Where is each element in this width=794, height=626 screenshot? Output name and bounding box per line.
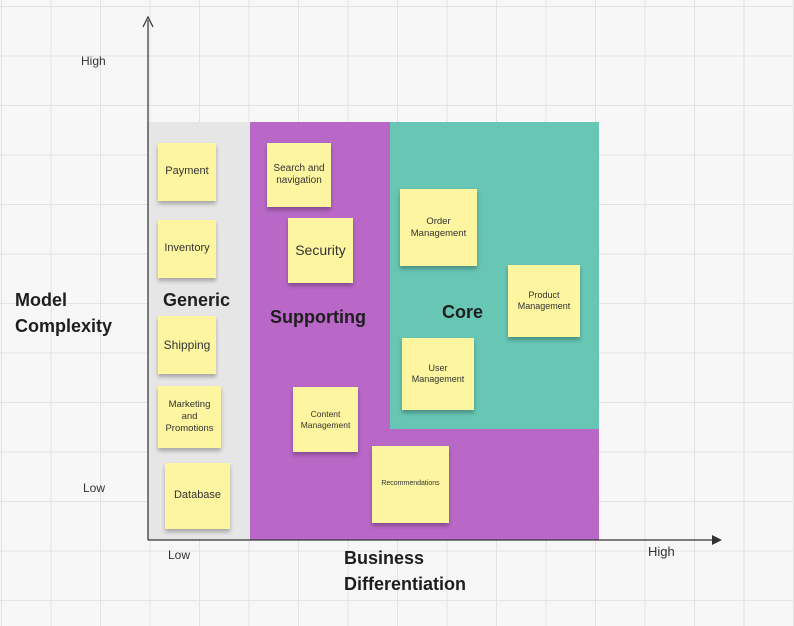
core-title: Core	[442, 302, 484, 322]
sticky-note-shipping[interactable]: Shipping	[158, 316, 216, 374]
sticky-note-content[interactable]: Content Management	[293, 387, 358, 452]
y-axis-title-line2: Complexity	[15, 316, 113, 336]
sticky-note-inventory[interactable]: Inventory	[158, 220, 216, 278]
sticky-note-user[interactable]: User Management	[402, 338, 474, 410]
x-axis-title-line2: Differentiation	[344, 574, 467, 594]
y-low-label: Low	[83, 481, 106, 495]
x-low-label: Low	[168, 548, 191, 562]
sticky-note-database[interactable]: Database	[165, 463, 230, 529]
generic-title: Generic	[163, 290, 231, 310]
y-axis-title-line1: Model	[15, 290, 67, 310]
sticky-note-marketing[interactable]: Marketing and Promotions	[158, 386, 221, 448]
sticky-note-product[interactable]: Product Management	[508, 265, 580, 337]
supporting-title: Supporting	[270, 307, 366, 327]
sticky-note-payment[interactable]: Payment	[158, 143, 216, 201]
sticky-note-security[interactable]: Security	[288, 218, 353, 283]
x-axis-title-line1: Business	[344, 548, 425, 568]
y-axis-title: Model Complexity	[15, 287, 112, 339]
sticky-note-recommendations[interactable]: Recommendations	[372, 446, 449, 523]
y-high-label: High	[81, 54, 106, 68]
sticky-note-search[interactable]: Search and navigation	[267, 143, 331, 207]
x-axis-title: Business Differentiation	[344, 545, 466, 597]
sticky-note-order[interactable]: Order Management	[400, 189, 477, 266]
x-high-label: High	[648, 544, 675, 559]
